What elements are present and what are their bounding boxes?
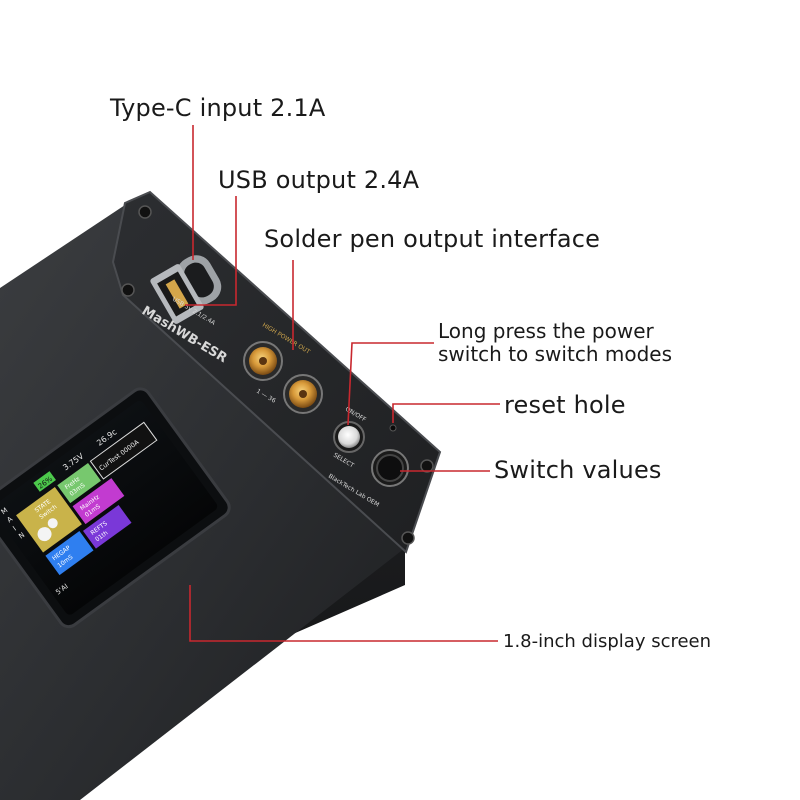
tile-state (16, 487, 82, 553)
tile-refts (83, 505, 132, 549)
tile-freq (57, 462, 101, 504)
callout-switch-values-text: Switch values (494, 456, 662, 484)
gear-icon (37, 518, 58, 542)
svg-text:N: N (17, 531, 26, 541)
callout-type-c-input: Type-C input 2.1A (110, 94, 326, 123)
tile-hegap (45, 531, 94, 576)
callout-reset-hole-text: reset hole (504, 391, 626, 419)
callout-display-screen: 1.8-inch display screen (503, 631, 712, 653)
callout-power-switch: Long press the power switch to switch mo… (438, 320, 672, 366)
callout-solder-pen-output-text: Solder pen output interface (264, 225, 601, 253)
svg-text:M: M (0, 506, 9, 516)
callout-power-switch-line-1: Long press the power (438, 319, 654, 343)
leader-usb (185, 196, 237, 306)
callout-power-switch-line-2: switch to switch modes (438, 342, 672, 366)
svg-text:I: I (11, 525, 17, 533)
leader-reset (392, 403, 500, 423)
tile-curtest (89, 421, 158, 480)
power-select-button (333, 421, 365, 453)
screws (121, 205, 434, 545)
leader-lines (185, 125, 500, 642)
svg-text:A: A (6, 515, 15, 524)
value-button (371, 449, 409, 487)
leader-power (347, 342, 434, 426)
callout-switch-values: Switch values (494, 456, 662, 485)
callout-solder-pen-output: Solder pen output interface (264, 225, 601, 254)
callout-usb-output: USB output 2.4A (218, 166, 420, 195)
callout-usb-output-text: USB output 2.4A (218, 166, 420, 194)
battery-badge (33, 471, 56, 492)
callout-reset-hole: reset hole (504, 391, 626, 420)
solder-pen-outputs (243, 341, 323, 414)
leader-display (189, 585, 498, 642)
reset-hole (389, 424, 397, 432)
display-module: M A I N 5'AI 26% 3.75V 26.9c STATE Switc… (0, 387, 231, 629)
callout-display-screen-text: 1.8-inch display screen (503, 631, 712, 652)
callout-type-c-input-text: Type-C input 2.1A (110, 94, 326, 122)
tile-main (72, 478, 125, 525)
